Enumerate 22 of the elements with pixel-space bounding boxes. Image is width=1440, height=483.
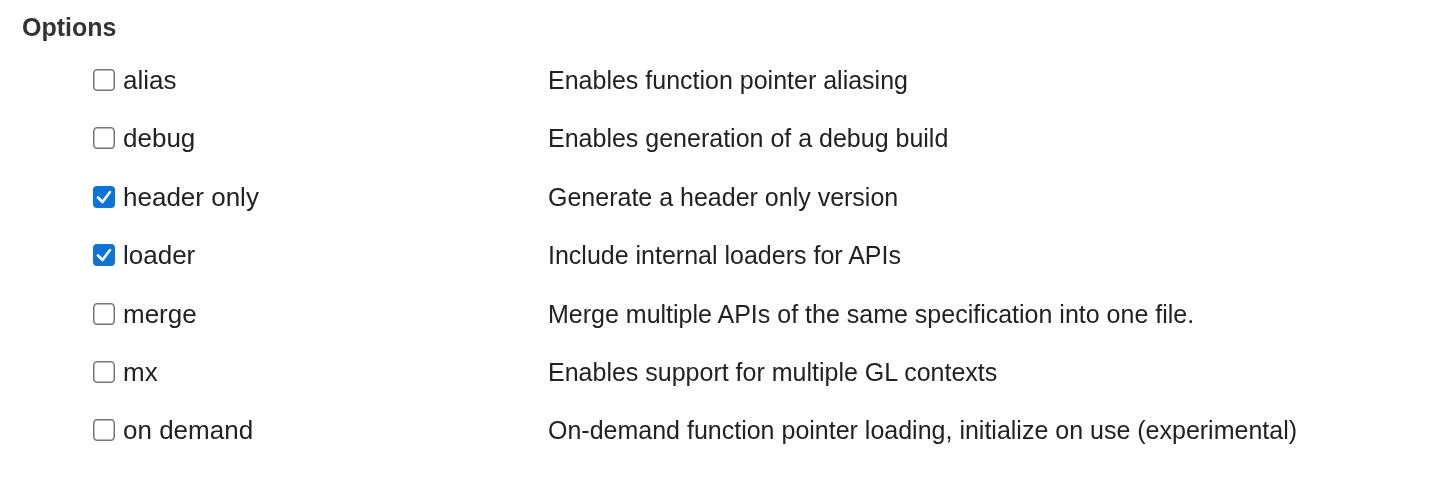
option-label: alias [123, 64, 177, 96]
option-label: on demand [123, 414, 254, 447]
option-description: Enables support for multiple GL contexts [548, 357, 998, 388]
option-label: header only [123, 180, 259, 213]
checkbox [93, 127, 115, 150]
option-label: merge [123, 297, 197, 330]
option-description: Generate a header only version [548, 181, 899, 213]
option-label: loader [123, 239, 196, 272]
option-description: Enables generation of a debug build [548, 123, 949, 155]
option-label: debug [123, 122, 196, 155]
option-description: On-demand function pointer loading, initialize on use (experimental) [548, 415, 1298, 447]
option-label: mx [123, 356, 158, 388]
checkbox [93, 419, 115, 442]
section-heading: Options [22, 12, 117, 43]
option-description: Merge multiple APIs of the same specification into one file. [548, 298, 1195, 330]
option-description: Include internal loaders for APIs [548, 240, 901, 272]
checkbox [93, 361, 115, 383]
checkbox [93, 185, 115, 208]
option-description: Enables function pointer aliasing [548, 65, 908, 96]
checkbox [93, 244, 115, 267]
checkbox [93, 302, 115, 325]
checkbox [93, 69, 115, 91]
